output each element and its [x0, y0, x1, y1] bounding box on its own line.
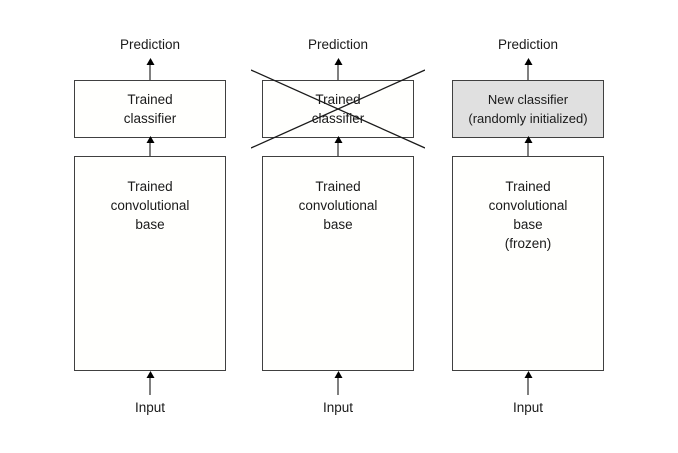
- base-line-1: Trained: [505, 179, 551, 194]
- trained-convolutional-base-box: Trained convolutional base: [74, 156, 226, 371]
- arrow-input-to-base-icon: [522, 371, 535, 395]
- base-line-3: base: [323, 217, 353, 232]
- input-label: Input: [322, 400, 354, 415]
- trained-convolutional-base-box: Trained convolutional base: [262, 156, 414, 371]
- base-line-2: convolutional: [298, 198, 378, 213]
- input-label: Input: [512, 400, 544, 415]
- classifier-line-1: Trained: [315, 92, 361, 107]
- classifier-line-1: Trained: [127, 92, 173, 107]
- prediction-label: Prediction: [307, 37, 369, 52]
- base-line-2: convolutional: [488, 198, 568, 213]
- classifier-line-2: (randomly initialized): [468, 111, 588, 126]
- convolutional-base-label: Trained convolutional base (frozen): [489, 177, 568, 253]
- new-classifier-box: New classifier (randomly initialized): [452, 80, 604, 138]
- diagram-column-new-classifier: Prediction New classifier (randomly init…: [451, 0, 605, 453]
- input-label: Input: [134, 400, 166, 415]
- classifier-line-1: New classifier: [487, 92, 569, 107]
- arrow-up-to-prediction-icon: [144, 58, 157, 82]
- frozen-convolutional-base-box: Trained convolutional base (frozen): [452, 156, 604, 371]
- base-line-4: (frozen): [504, 236, 552, 251]
- trained-classifier-box: Trained classifier: [74, 80, 226, 138]
- prediction-label: Prediction: [119, 37, 181, 52]
- arrow-input-to-base-icon: [144, 371, 157, 395]
- trained-classifier-label: Trained classifier: [312, 90, 365, 128]
- new-classifier-label: New classifier (randomly initialized): [468, 90, 587, 128]
- trained-classifier-label: Trained classifier: [124, 90, 177, 128]
- arrow-base-to-classifier-icon: [332, 136, 345, 158]
- arrow-up-to-prediction-icon: [522, 58, 535, 82]
- prediction-label: Prediction: [497, 37, 559, 52]
- arrow-up-to-prediction-icon: [332, 58, 345, 82]
- convolutional-base-label: Trained convolutional base: [111, 177, 190, 234]
- base-line-2: convolutional: [110, 198, 190, 213]
- base-line-1: Trained: [127, 179, 173, 194]
- arrow-base-to-classifier-icon: [522, 136, 535, 158]
- arrow-base-to-classifier-icon: [144, 136, 157, 158]
- diagram-column-classifier-discarded: Prediction Trained classifier Trained co…: [251, 0, 425, 453]
- base-line-3: base: [513, 217, 543, 232]
- classifier-line-2: classifier: [311, 111, 365, 126]
- convolutional-base-label: Trained convolutional base: [299, 177, 378, 234]
- arrow-input-to-base-icon: [332, 371, 345, 395]
- base-line-3: base: [135, 217, 165, 232]
- base-line-1: Trained: [315, 179, 361, 194]
- diagram-column-pretrained-network: Prediction Trained classifier Trained co…: [73, 0, 227, 453]
- trained-classifier-box: Trained classifier: [262, 80, 414, 138]
- classifier-line-2: classifier: [123, 111, 177, 126]
